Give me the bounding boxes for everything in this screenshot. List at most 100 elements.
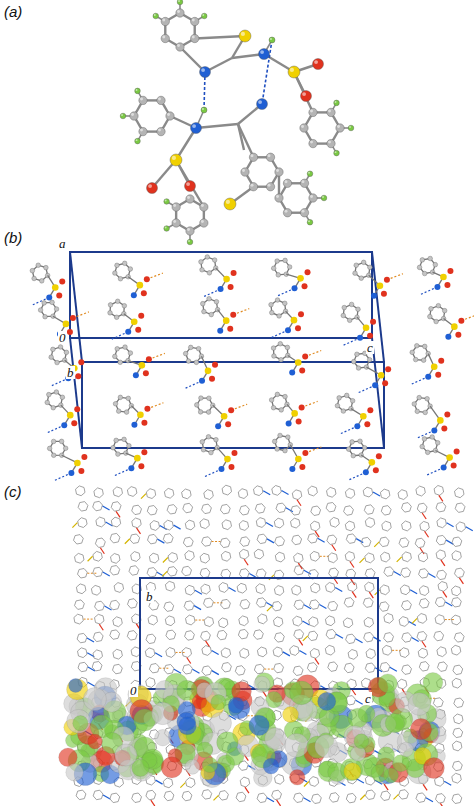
atom bbox=[360, 413, 367, 420]
ring-wire bbox=[381, 506, 391, 515]
atom bbox=[209, 376, 215, 382]
ring-wire bbox=[204, 598, 214, 607]
atom bbox=[434, 284, 440, 290]
atom bbox=[59, 439, 64, 444]
atom bbox=[170, 154, 182, 166]
ring-wire bbox=[402, 665, 412, 675]
ring-wire bbox=[111, 554, 121, 564]
contact bbox=[264, 669, 273, 670]
ring-wire bbox=[436, 794, 446, 804]
atom bbox=[275, 392, 280, 397]
ring-wire bbox=[363, 598, 373, 608]
atom bbox=[362, 445, 367, 450]
ring-wire bbox=[379, 537, 389, 547]
atom-highlight bbox=[121, 114, 123, 116]
vdw-sphere bbox=[254, 676, 270, 692]
atom bbox=[341, 409, 346, 414]
ring-wire bbox=[272, 790, 282, 799]
atom bbox=[417, 395, 422, 400]
atom bbox=[231, 270, 237, 276]
ring-wire bbox=[93, 650, 103, 660]
atom bbox=[410, 350, 415, 355]
atom-highlight bbox=[136, 89, 138, 91]
atom bbox=[198, 410, 203, 415]
atom bbox=[412, 402, 417, 407]
atom bbox=[420, 258, 425, 263]
atom bbox=[384, 277, 390, 283]
atom bbox=[275, 447, 280, 452]
ring-wire bbox=[94, 488, 103, 498]
wire-bond bbox=[214, 795, 219, 800]
ring-wire bbox=[379, 602, 389, 612]
wire-bond bbox=[466, 527, 473, 531]
ring-wire bbox=[451, 645, 461, 655]
ring-wire bbox=[183, 665, 193, 674]
atom bbox=[172, 219, 180, 227]
bond bbox=[195, 36, 245, 39]
axis-label: b bbox=[66, 366, 75, 379]
wire-bond bbox=[336, 634, 343, 638]
wire-bond bbox=[88, 556, 93, 561]
atom bbox=[417, 265, 422, 270]
atom bbox=[342, 305, 347, 310]
atom bbox=[212, 258, 217, 263]
wire-bond bbox=[229, 587, 236, 591]
atom bbox=[299, 464, 305, 470]
ring-wire bbox=[78, 502, 88, 512]
ring-wire bbox=[95, 601, 105, 611]
atom bbox=[38, 308, 43, 313]
ring-wire bbox=[254, 630, 264, 640]
ring-wire bbox=[398, 490, 408, 500]
atom-highlight bbox=[314, 60, 318, 64]
ring-wire bbox=[238, 629, 248, 639]
atom bbox=[351, 453, 356, 458]
ring-wire bbox=[400, 585, 410, 595]
atom bbox=[355, 352, 360, 357]
ring-wire bbox=[274, 663, 284, 672]
atom bbox=[141, 449, 147, 455]
ring-wire bbox=[165, 581, 175, 591]
atom bbox=[354, 263, 359, 268]
atom bbox=[214, 437, 219, 442]
atom bbox=[191, 17, 199, 25]
atom-highlight bbox=[140, 129, 143, 132]
atom-highlight bbox=[187, 196, 190, 199]
ring-wire bbox=[150, 521, 160, 531]
contact bbox=[87, 573, 96, 574]
atom bbox=[272, 354, 277, 359]
atom bbox=[291, 410, 298, 417]
atom bbox=[135, 138, 141, 144]
atom-highlight bbox=[258, 100, 262, 104]
atom bbox=[161, 34, 169, 42]
atom-highlight bbox=[310, 195, 313, 198]
ring-wire bbox=[254, 549, 264, 559]
ring-wire bbox=[294, 566, 304, 575]
wire-bond bbox=[125, 539, 130, 544]
ring-wire bbox=[186, 615, 196, 625]
vdw-sphere bbox=[67, 709, 91, 733]
atom bbox=[307, 219, 313, 225]
atom-highlight bbox=[328, 109, 331, 112]
ring-wire bbox=[433, 698, 443, 707]
contact bbox=[212, 541, 221, 542]
wire-bond bbox=[412, 618, 417, 623]
ring-wire bbox=[345, 552, 355, 562]
wire-bond bbox=[267, 798, 274, 802]
ring-wire bbox=[93, 567, 103, 576]
ring-wire bbox=[254, 486, 263, 496]
atom bbox=[305, 269, 311, 275]
ring-wire bbox=[78, 518, 87, 528]
ring-wire bbox=[294, 793, 304, 803]
wire-bond bbox=[439, 495, 443, 501]
atom bbox=[185, 181, 196, 192]
space-filling-molecules bbox=[59, 673, 447, 788]
atom bbox=[327, 108, 335, 116]
ring-wire bbox=[182, 791, 192, 801]
ring-wire bbox=[165, 616, 175, 626]
atom bbox=[137, 282, 144, 289]
atom bbox=[309, 139, 317, 147]
atom bbox=[52, 284, 59, 291]
atom bbox=[437, 417, 444, 424]
atom bbox=[164, 199, 170, 205]
atom bbox=[45, 400, 50, 405]
